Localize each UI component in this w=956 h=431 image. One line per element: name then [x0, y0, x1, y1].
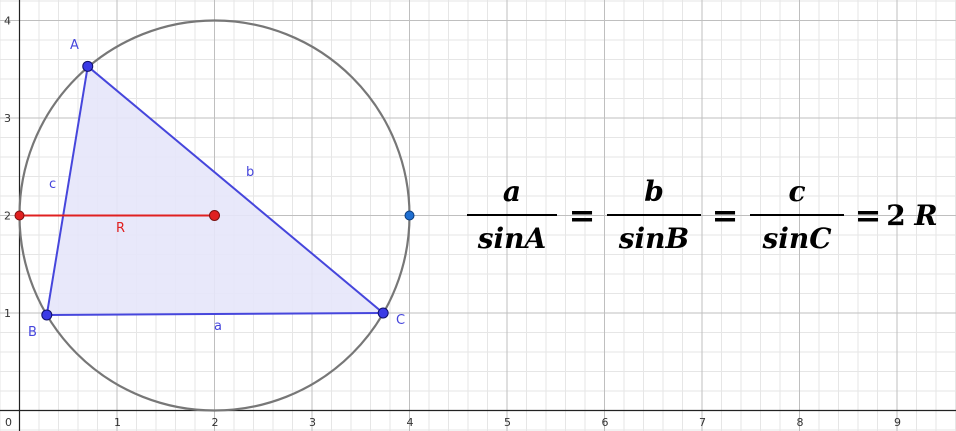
- rhs-variable: R: [913, 199, 937, 232]
- side-b-label: b: [246, 165, 254, 180]
- y-tick-label: 4: [4, 15, 11, 28]
- x-tick-label: 2: [212, 416, 219, 429]
- x-tick-label: 6: [602, 416, 609, 429]
- radius-label: R: [116, 221, 125, 236]
- point-a-label: A: [70, 38, 79, 53]
- side-b[interactable]: [87, 65, 384, 314]
- x-tick-label: 7: [699, 416, 706, 429]
- fraction2-denominator: sinB: [618, 222, 689, 255]
- equals-sign-3: =: [855, 196, 882, 234]
- x-tick-label: 3: [309, 416, 316, 429]
- x-tick-label: 5: [504, 416, 511, 429]
- x-tick-label: 4: [407, 416, 414, 429]
- point-b[interactable]: [41, 309, 53, 321]
- radius-start-point[interactable]: [14, 210, 25, 221]
- x-tick-label: 0: [5, 416, 12, 429]
- triangle-abc[interactable]: [46, 66, 384, 315]
- point-b-label: B: [28, 325, 37, 340]
- y-tick-labels: 1 2 3 4: [4, 15, 11, 321]
- fraction3-denominator: sinC: [761, 222, 832, 255]
- x-tick-label: 8: [797, 416, 804, 429]
- side-a-label: a: [214, 319, 222, 334]
- y-tick-label: 1: [4, 307, 11, 320]
- point-c-label: C: [396, 313, 405, 328]
- x-tick-label: 1: [114, 416, 121, 429]
- fraction3-numerator: c: [788, 175, 805, 208]
- rhs-coefficient: 2: [886, 199, 905, 232]
- side-c[interactable]: [45, 66, 89, 316]
- point-a[interactable]: [82, 60, 94, 72]
- side-c-label: c: [49, 177, 56, 192]
- fraction1-denominator: sinA: [477, 222, 546, 255]
- side-a[interactable]: [46, 312, 384, 316]
- y-tick-label: 3: [4, 112, 11, 125]
- fraction1-numerator: a: [503, 175, 521, 208]
- equals-sign-2: =: [712, 196, 739, 234]
- point-c[interactable]: [377, 307, 389, 319]
- fraction2-numerator: b: [644, 175, 664, 208]
- circle-right-point[interactable]: [404, 210, 415, 221]
- x-tick-label: 9: [894, 416, 901, 429]
- law-of-sines-formula: a sinA = b sinB = c sinC = 2 R: [467, 175, 938, 255]
- circle-center-point[interactable]: [209, 210, 220, 221]
- y-tick-label: 2: [4, 210, 11, 223]
- x-tick-labels: 0 1 2 3 4 5 6 7 8 9: [5, 416, 901, 429]
- equals-sign-1: =: [569, 196, 596, 234]
